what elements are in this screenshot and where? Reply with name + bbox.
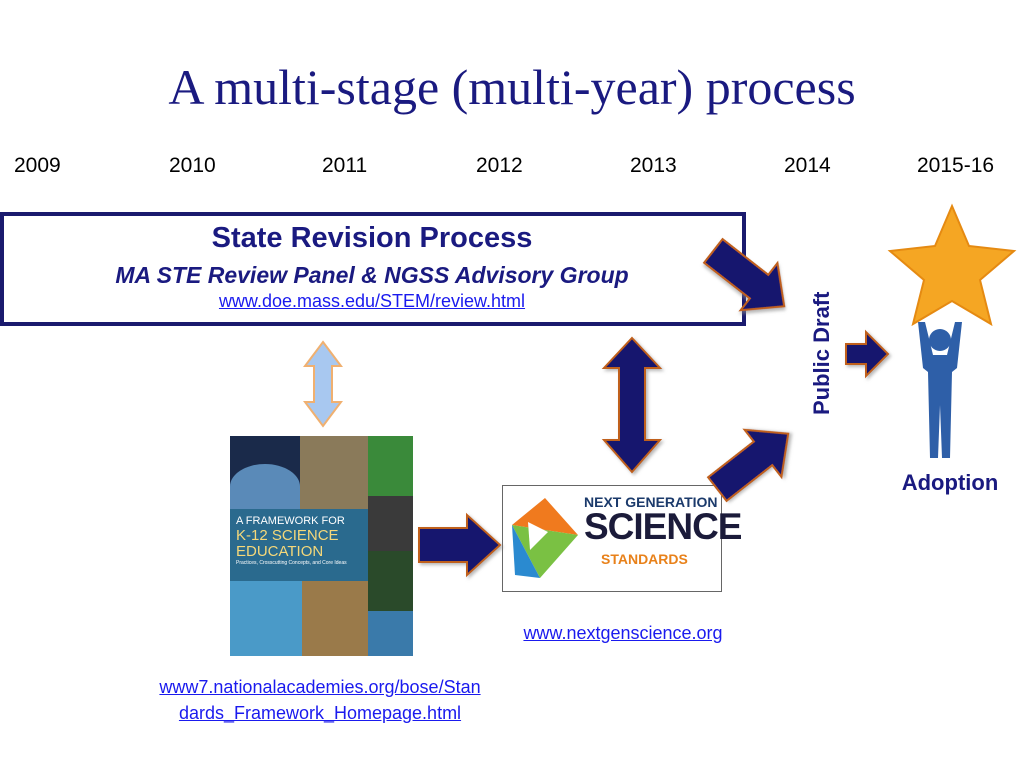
book-subtitle: Practices, Crosscutting Concepts, and Co… <box>236 560 347 566</box>
state-revision-box <box>0 212 746 326</box>
book-line2: K-12 SCIENCE <box>236 527 339 544</box>
ngss-link[interactable]: www.nextgenscience.org <box>523 623 723 643</box>
framework-link-line1[interactable]: www7.nationalacademies.org/bose/Stan <box>159 677 481 697</box>
book-line1: A FRAMEWORK FOR <box>236 515 345 527</box>
draft-to-adoption-arrow <box>845 329 890 379</box>
star-icon <box>887 203 1017 327</box>
person-icon <box>918 322 962 458</box>
light-double-arrow <box>303 340 343 428</box>
book-line3: EDUCATION <box>236 543 324 560</box>
framework-link-line2[interactable]: dards_Framework_Homepage.html <box>178 703 462 723</box>
year-label: 2010 <box>169 154 216 177</box>
year-label: 2012 <box>476 154 523 177</box>
year-label: 2013 <box>630 154 677 177</box>
adoption-label: Adoption <box>901 470 999 495</box>
year-label: 2011 <box>322 154 368 177</box>
ngss-line2: SCIENCE <box>584 506 742 547</box>
year-label: 2015-16 <box>917 154 995 177</box>
year-label: 2014 <box>784 154 831 177</box>
ngss-line3: STANDARDS <box>601 551 688 567</box>
book-to-ngss-arrow <box>418 512 502 578</box>
state-revision-subtitle: MA STE Review Panel & NGSS Advisory Grou… <box>115 262 629 288</box>
state-revision-title: State Revision Process <box>211 222 533 254</box>
slide-title: A multi-stage (multi-year) process <box>168 59 856 115</box>
doe-review-link[interactable]: www.doe.mass.edu/STEM/review.html <box>218 291 526 311</box>
ngss-line1: NEXT GENERATION <box>584 494 718 510</box>
dark-double-arrow <box>601 336 663 474</box>
year-label: 2009 <box>14 154 61 177</box>
framework-book-cover: A FRAMEWORK FOR K-12 SCIENCE EDUCATION P… <box>230 436 413 656</box>
public-draft-label: Public Draft <box>809 291 834 415</box>
